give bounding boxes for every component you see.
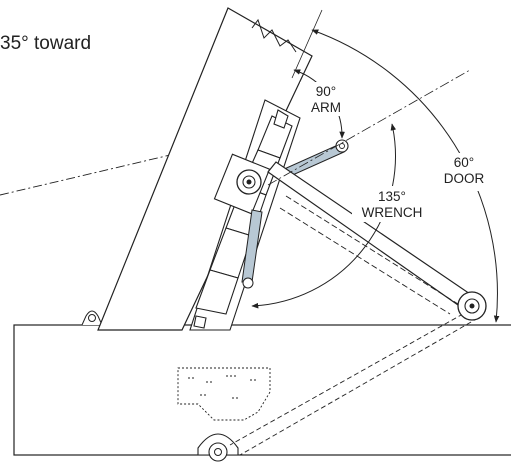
wrench-angle-label: 135°	[378, 189, 406, 204]
door-angle-label: 60°	[454, 155, 474, 170]
elbow-pivot	[457, 291, 487, 321]
wrench-name-label: WRENCH	[362, 205, 423, 220]
wrench-angle-arc	[251, 123, 397, 309]
door-name-label: DOOR	[444, 171, 485, 186]
arm-angle-label: 90°	[316, 84, 336, 99]
header-frame	[13, 310, 511, 456]
door-slab	[97, 7, 313, 331]
linkage-lines	[229, 309, 479, 456]
door-angle-arc	[291, 9, 500, 323]
arm-name-label: ARM	[311, 100, 341, 115]
pinion	[236, 169, 262, 195]
reference-line	[0, 147, 201, 196]
caption-text: 35° toward	[0, 33, 92, 54]
bottom-pivot	[197, 433, 239, 462]
mounting-bracket	[177, 367, 271, 421]
